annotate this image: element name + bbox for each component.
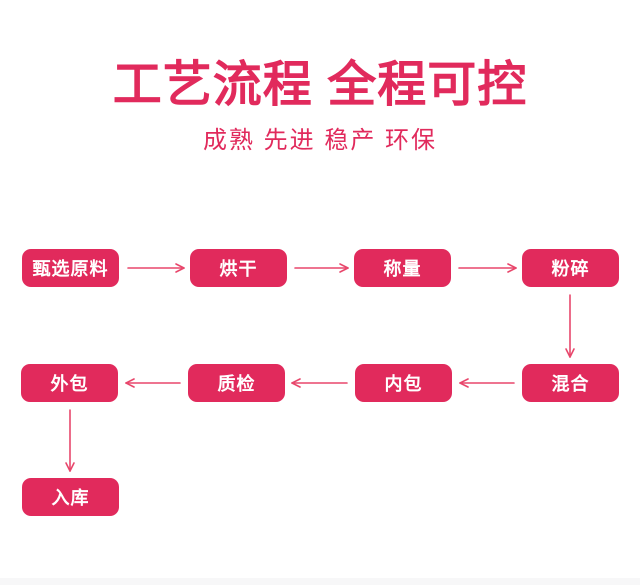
arrow-right-icon [458,263,517,273]
arrow-left-icon [291,378,348,388]
flow-node-mixing: 混合 [522,364,619,402]
arrow-down-icon [565,294,575,358]
page-title: 工艺流程 全程可控 [112,58,528,112]
arrow-right-icon [127,263,185,273]
footer-divider [0,578,640,585]
flow-node-outer-packing: 外包 [21,364,118,402]
page-subtitle: 成熟 先进 稳产 环保 [202,127,437,154]
flow-node-drying: 烘干 [190,249,287,287]
flow-node-quality-check: 质检 [188,364,285,402]
arrow-down-icon [65,409,75,472]
flow-node-weighing: 称量 [354,249,451,287]
flow-node-inner-packing: 内包 [355,364,452,402]
flow-node-select-materials: 甄选原料 [22,249,119,287]
flow-node-crushing: 粉碎 [522,249,619,287]
arrow-left-icon [125,378,181,388]
flow-node-storage: 入库 [22,478,119,516]
arrow-right-icon [294,263,349,273]
arrow-left-icon [459,378,515,388]
